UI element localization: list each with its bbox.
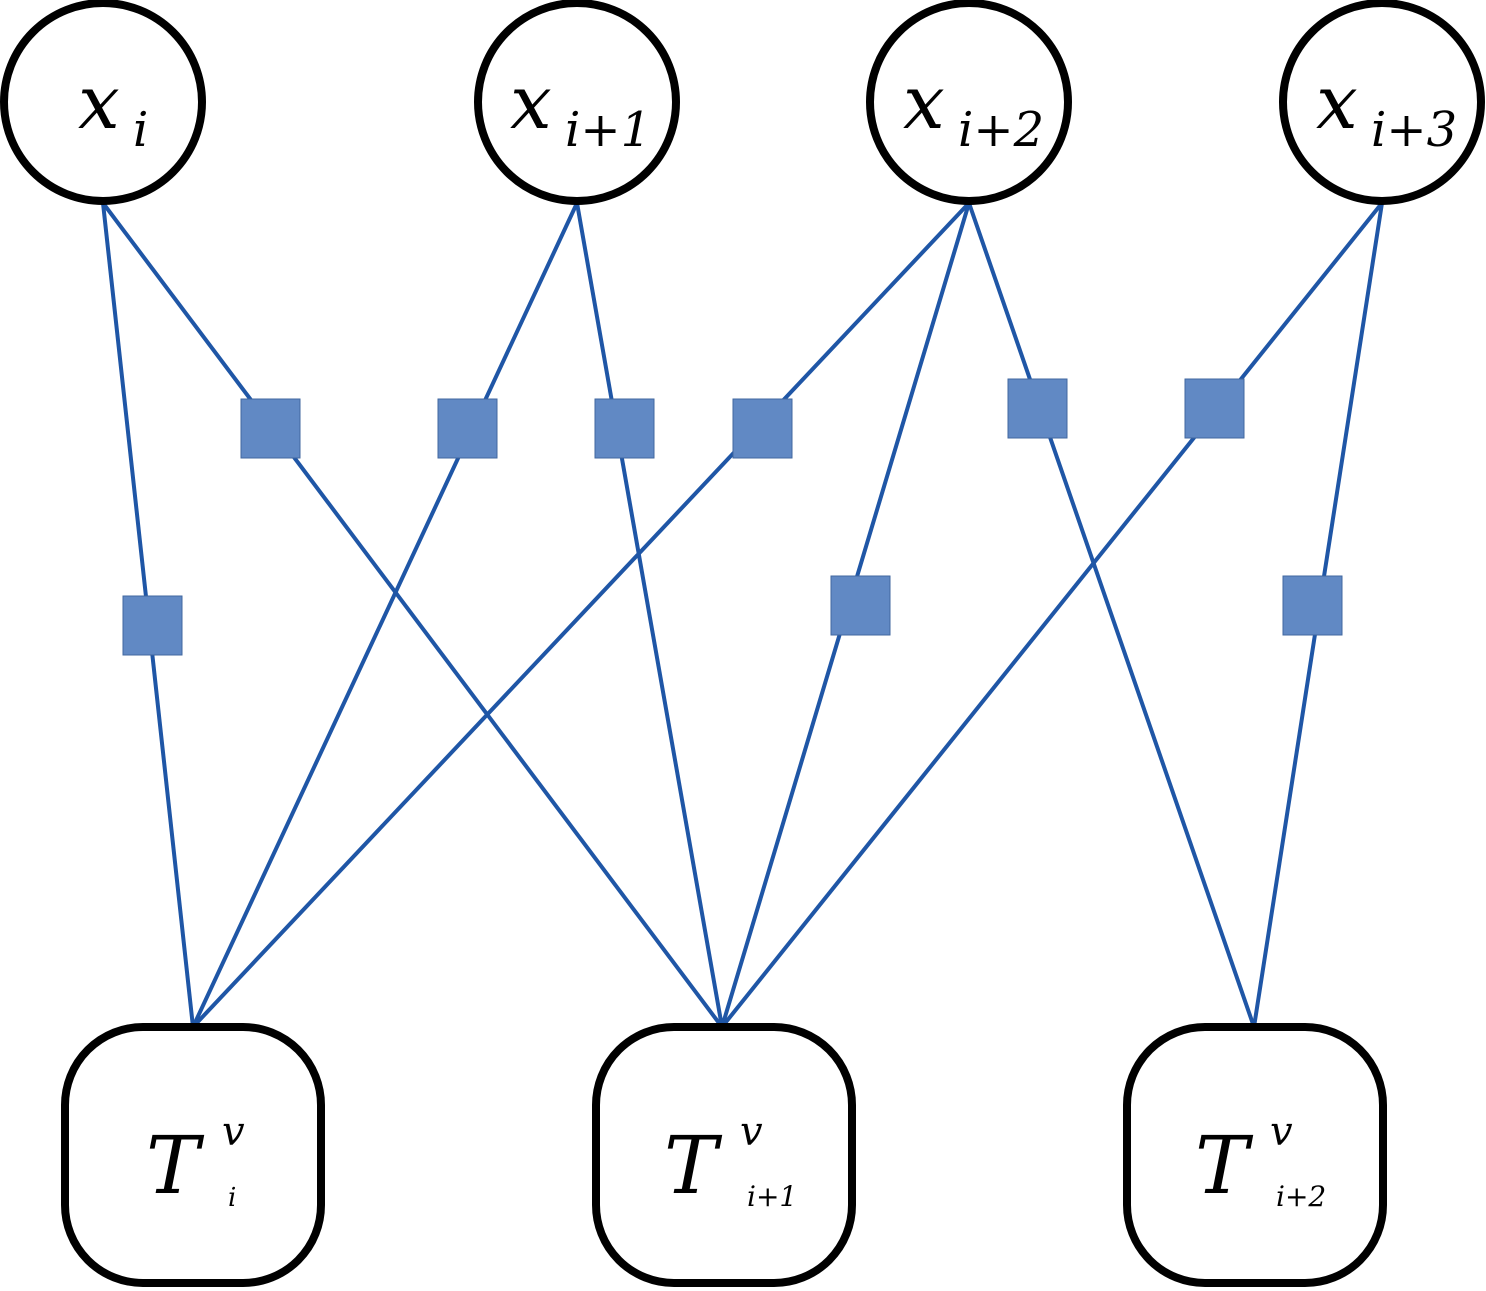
- t-sub: i: [228, 1183, 236, 1213]
- factor-layer: [122, 378, 1343, 656]
- var-base: x: [510, 60, 552, 146]
- t-base: T: [1195, 1119, 1254, 1212]
- t-sup: v: [222, 1109, 245, 1155]
- edge-x-i-to-T-i1: [101, 201, 724, 1029]
- edge-x-i2-to-T-i: [191, 201, 971, 1029]
- edge-x-i3-to-T-i1: [720, 201, 1384, 1029]
- var-base: x: [903, 60, 945, 146]
- edge-x-i1-to-T-i: [191, 202, 579, 1028]
- factor-node: [830, 575, 891, 636]
- factor-node: [732, 398, 793, 459]
- edge-layer: [101, 201, 1384, 1029]
- var-base: x: [78, 60, 120, 146]
- t-node-i2: T v i+2: [1123, 1023, 1387, 1287]
- factor-node: [1007, 378, 1068, 439]
- t-node-i: T v i: [61, 1023, 325, 1287]
- factor-node: [437, 398, 498, 459]
- t-node-i1: T v i+1: [592, 1023, 856, 1287]
- edge-x-i2-to-T-i2: [967, 202, 1256, 1028]
- variable-node-x-i3: x i+3: [1279, 0, 1485, 205]
- t-sup: v: [740, 1109, 763, 1155]
- variable-node-x-i1: x i+1: [474, 0, 680, 205]
- variable-node-x-i: x i: [0, 0, 206, 205]
- t-base: T: [146, 1119, 205, 1212]
- var-sub: i+3: [1371, 102, 1457, 158]
- factor-node: [594, 398, 655, 459]
- factor-node: [1282, 575, 1343, 636]
- var-sub: i+1: [565, 102, 651, 158]
- t-sub: i+1: [747, 1180, 797, 1213]
- t-base: T: [664, 1119, 723, 1212]
- edge-x-i1-to-T-i1: [575, 202, 724, 1028]
- factor-node: [240, 398, 301, 459]
- variable-node-x-i2: x i+2: [866, 0, 1072, 205]
- var-sub: i: [133, 102, 148, 158]
- factor-node: [1184, 378, 1245, 439]
- var-sub: i+2: [958, 102, 1044, 158]
- var-base: x: [1316, 60, 1358, 146]
- t-sup: v: [1270, 1109, 1293, 1155]
- t-sub: i+2: [1276, 1180, 1326, 1213]
- factor-node: [122, 595, 183, 656]
